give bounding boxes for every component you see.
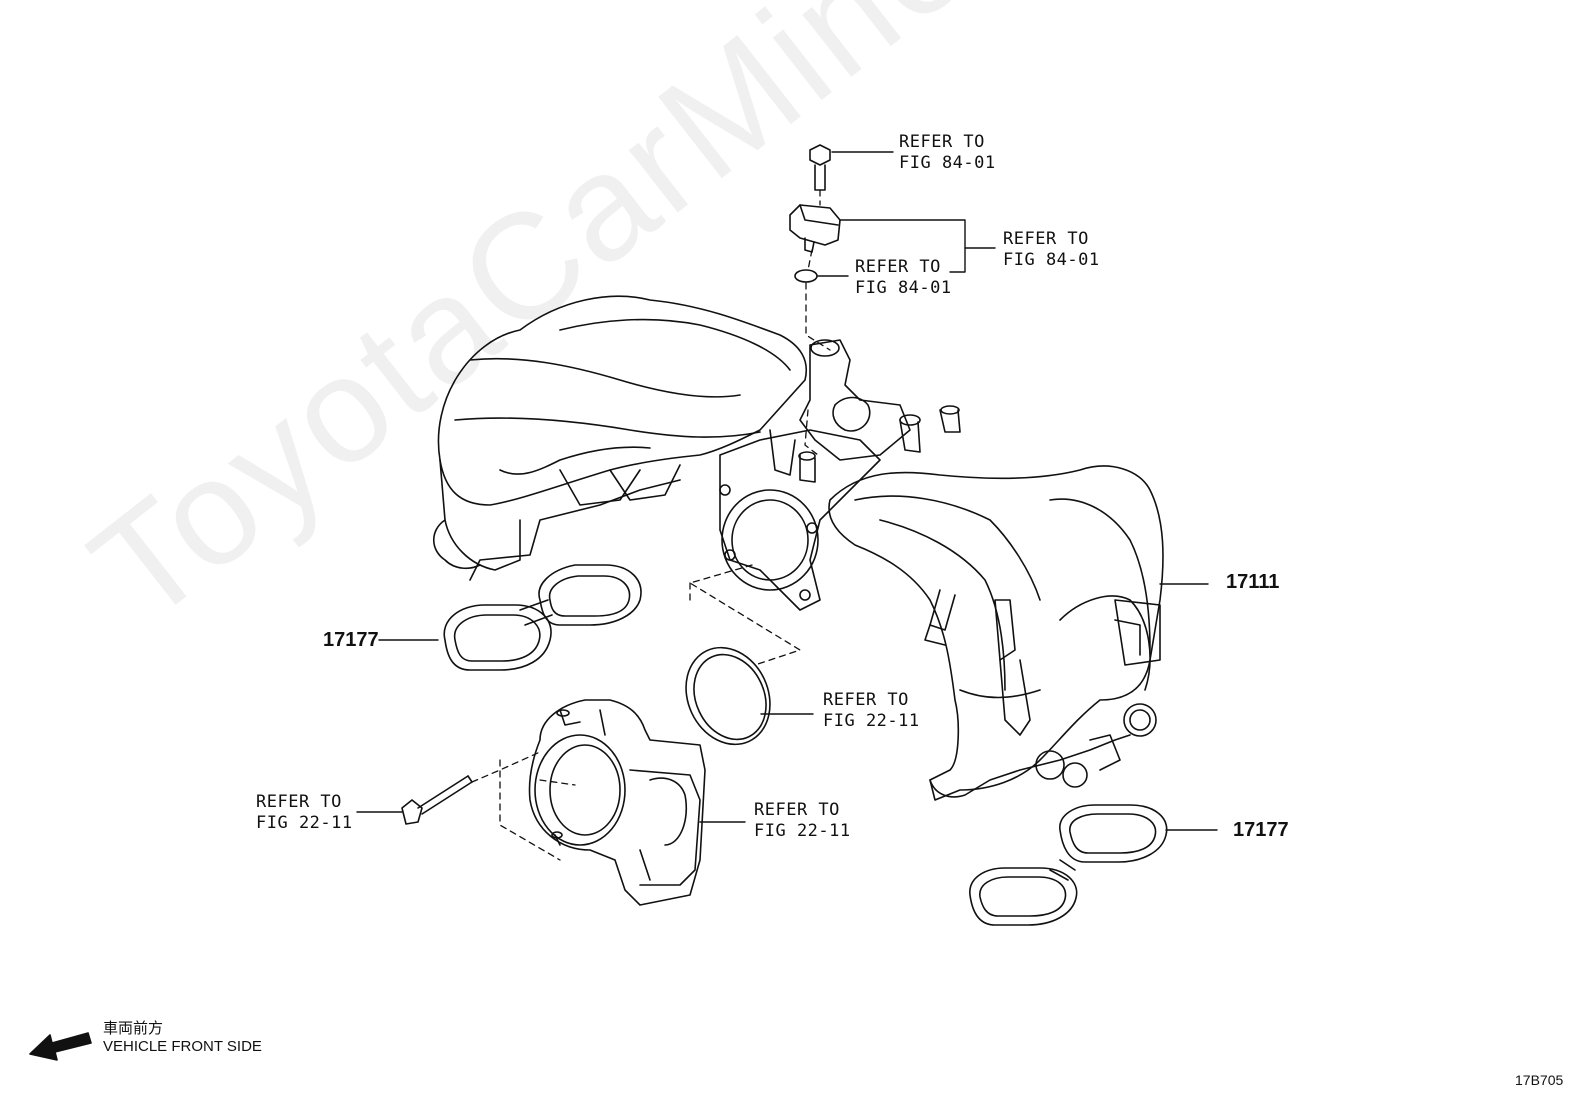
throttle-gasket — [685, 646, 771, 746]
assembly-lines — [471, 189, 831, 861]
leader-lines — [356, 151, 1218, 831]
throttle-body — [528, 699, 706, 906]
part-number-gasket-left: 17177 — [323, 629, 379, 651]
direction-label-en: VEHICLE FRONT SIDE — [103, 1038, 262, 1055]
part-number-gasket-right: 17177 — [1233, 819, 1289, 841]
intake-manifold — [432, 295, 1164, 801]
top-oring — [794, 269, 818, 283]
gasket-right — [969, 804, 1168, 926]
gasket-left — [443, 564, 642, 671]
direction-label-jp: 車両前方 — [103, 1020, 164, 1037]
part-number-manifold: 17111 — [1226, 571, 1280, 593]
top-bolt — [809, 144, 831, 191]
map-sensor — [789, 204, 841, 253]
figure-id: 17B705 — [1515, 1072, 1564, 1088]
throttle-bolt — [401, 775, 473, 825]
front-arrow-icon — [29, 1032, 92, 1061]
